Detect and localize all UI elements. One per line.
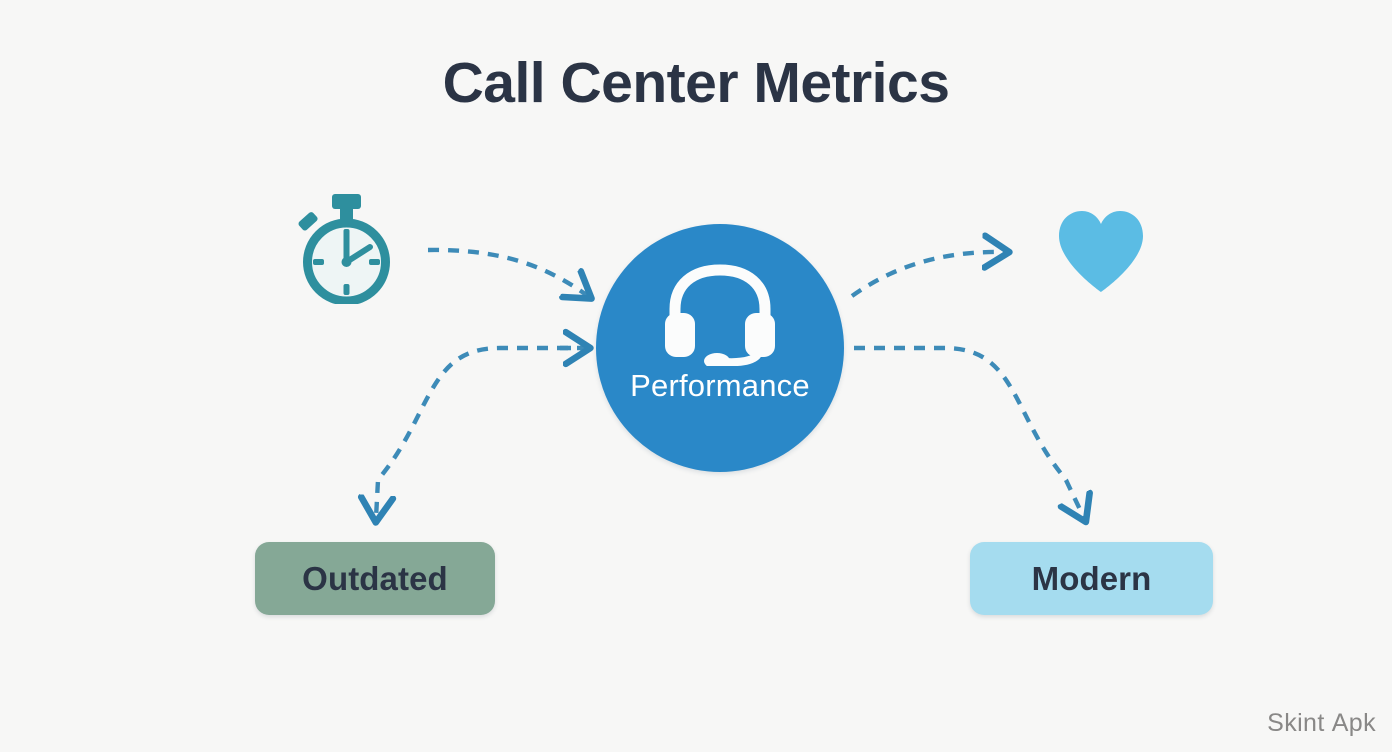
node-modern[interactable]: Modern <box>970 542 1213 615</box>
center-node-performance[interactable]: Performance <box>596 224 844 472</box>
heart-icon <box>1059 211 1143 292</box>
node-outdated-label: Outdated <box>302 559 448 597</box>
headset-icon <box>665 264 775 366</box>
connector-center-to-modern <box>854 345 1084 518</box>
node-modern-label: Modern <box>1031 559 1152 597</box>
connector-center-to-heart <box>850 252 1005 298</box>
heart-node[interactable] <box>1055 208 1147 294</box>
connector-stopwatch-to-center <box>427 247 588 296</box>
stopwatch-node[interactable] <box>288 192 406 306</box>
watermark-name: Skint <box>1267 709 1325 737</box>
node-outdated[interactable]: Outdated <box>255 542 495 615</box>
stopwatch-icon <box>298 194 390 306</box>
connector-outdated-to-center <box>376 345 588 518</box>
page-title: Call Center Metrics <box>442 51 950 115</box>
watermark: Skint Apk <box>1267 709 1376 738</box>
center-node-label: Performance <box>630 368 810 403</box>
watermark-mark: Apk <box>1331 709 1376 737</box>
